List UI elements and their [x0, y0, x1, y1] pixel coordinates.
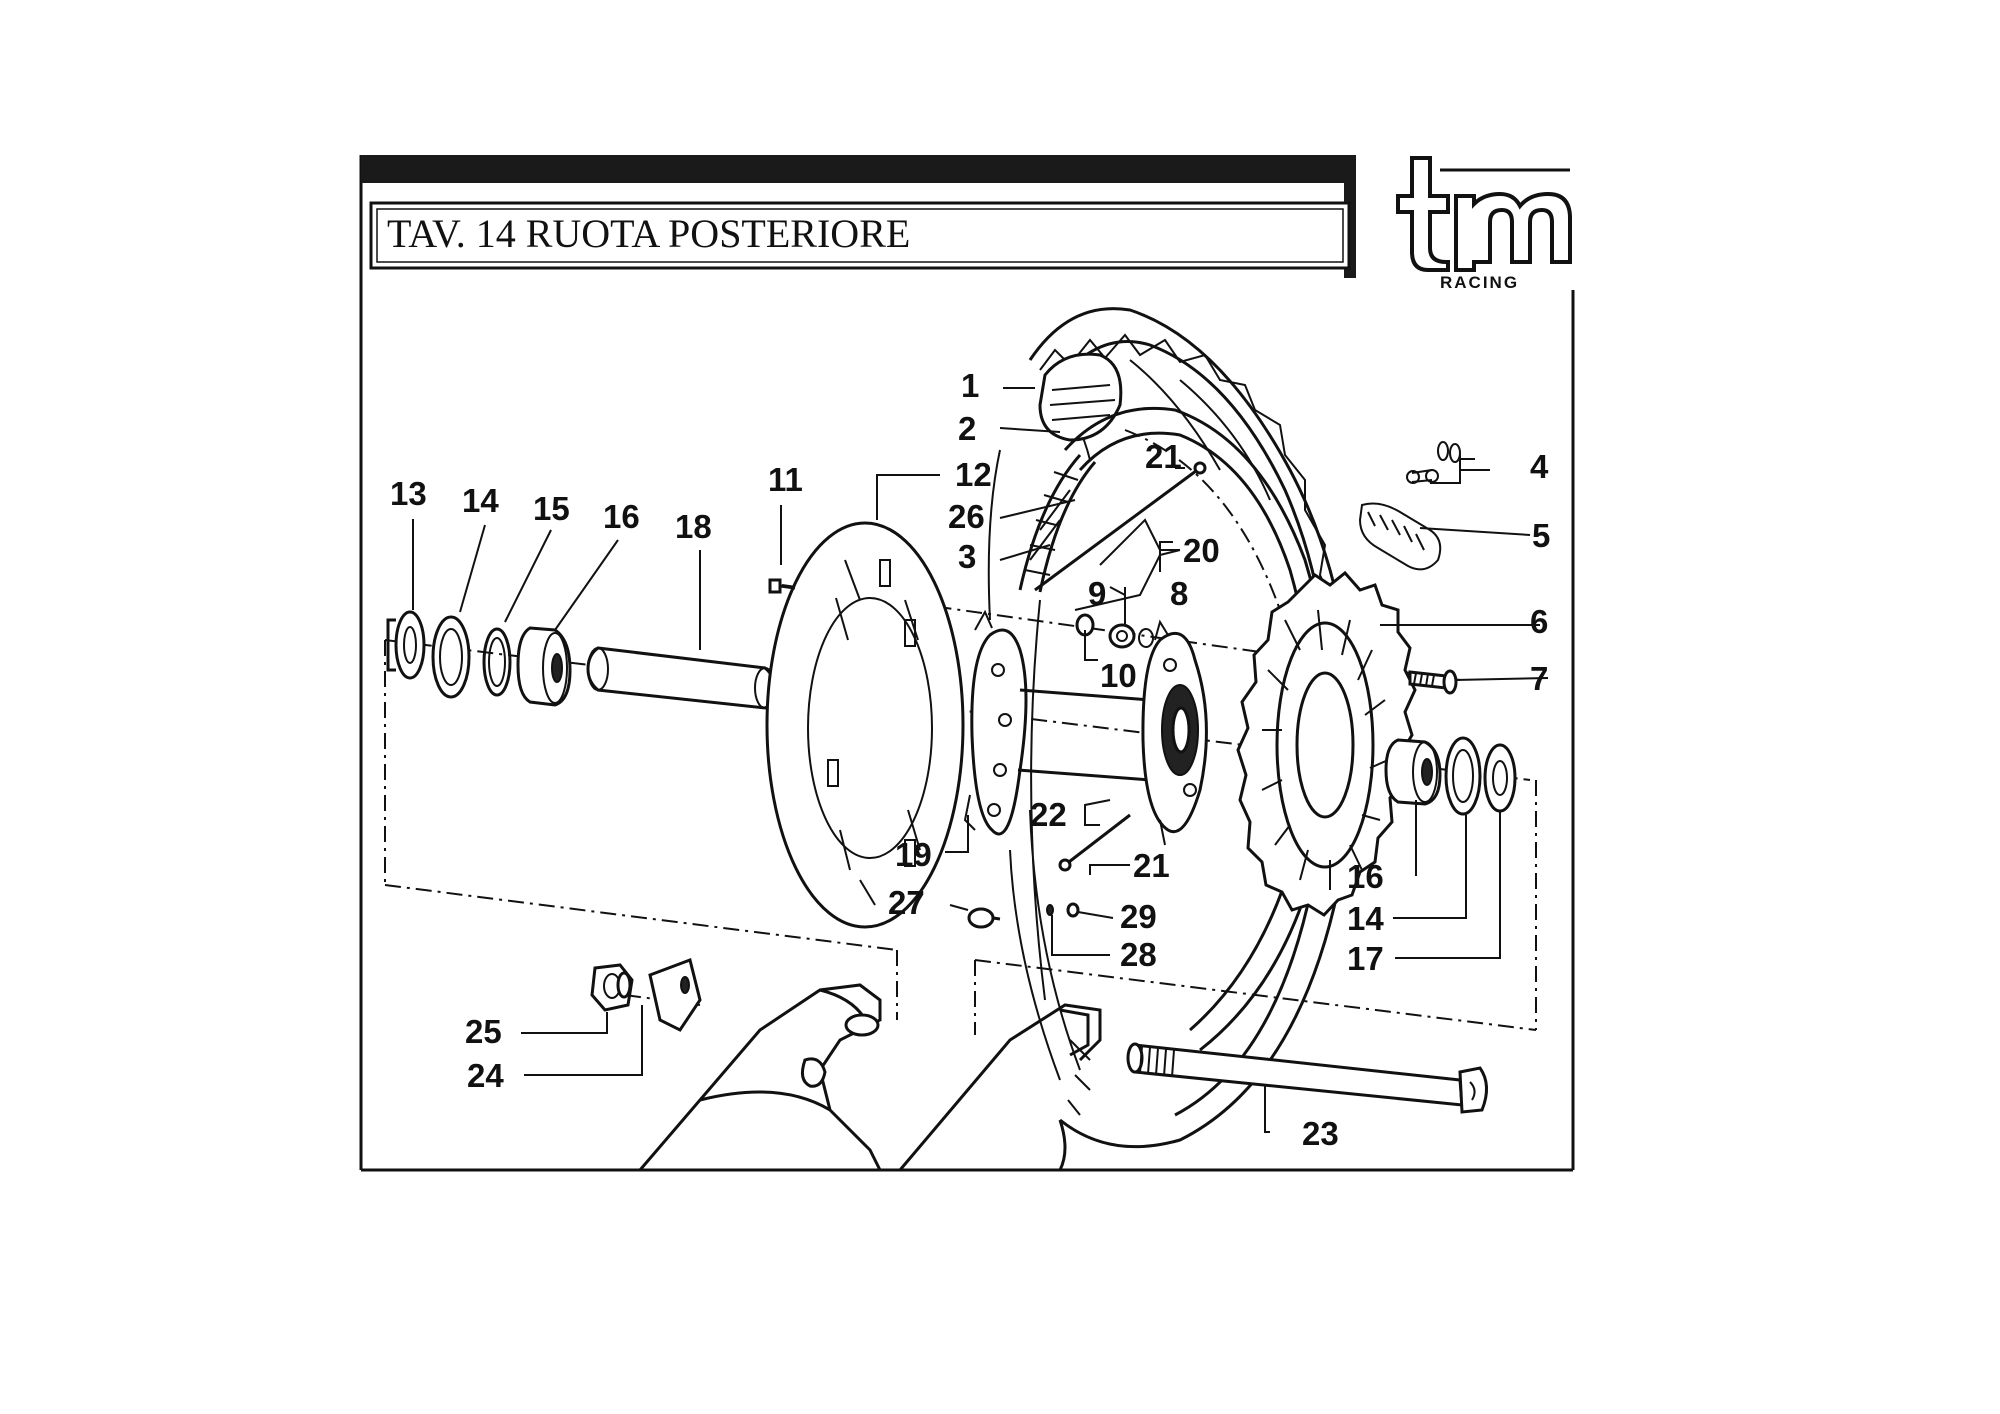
brand-subtitle: RACING — [1440, 273, 1519, 292]
callout-26: 26 — [948, 498, 985, 535]
sprocket-bolt — [1408, 669, 1458, 695]
callout-27: 27 — [888, 884, 925, 921]
callout-13: 13 — [390, 475, 427, 512]
diagram-frame — [359, 155, 1575, 1172]
chain-master-link — [1406, 441, 1461, 484]
callout-28: 28 — [1120, 936, 1157, 973]
callout-21-top: 21 — [1145, 438, 1182, 475]
callout-1: 1 — [961, 367, 979, 404]
spoke-nipple — [1046, 904, 1054, 916]
callout-11: 11 — [768, 461, 803, 498]
callout-19: 19 — [895, 836, 932, 873]
bearing-spacer-tube — [586, 646, 777, 710]
chain-adjuster — [648, 958, 702, 1032]
callout-22: 22 — [1030, 796, 1067, 833]
nipple-washer — [1066, 902, 1080, 918]
left-bearing — [516, 626, 572, 707]
right-spacer-ring — [1444, 736, 1482, 816]
callout-7: 7 — [1530, 660, 1548, 697]
right-bearing — [1384, 738, 1442, 806]
callout-16-right: 16 — [1347, 858, 1384, 895]
speedo-drive-washer — [967, 907, 1001, 929]
drive-chain — [1358, 502, 1442, 571]
callout-8: 8 — [1170, 575, 1188, 612]
swingarm — [638, 983, 1102, 1171]
rear-hub — [963, 609, 1208, 846]
left-spacer-ring — [431, 615, 471, 699]
sprocket-nut — [1108, 623, 1154, 649]
callout-14-left: 14 — [462, 482, 499, 519]
brake-disc — [765, 521, 965, 929]
callout-2: 2 — [958, 410, 976, 447]
leader-lines — [412, 387, 1549, 1133]
callout-12: 12 — [955, 456, 992, 493]
callout-3: 3 — [958, 538, 976, 575]
right-oil-seal — [1483, 743, 1517, 813]
callout-6: 6 — [1530, 603, 1548, 640]
left-circlip — [482, 627, 512, 697]
rim-band — [1018, 454, 1097, 593]
callout-17: 17 — [1347, 940, 1384, 977]
callout-18: 18 — [675, 508, 712, 545]
spoke-assembly — [1034, 461, 1207, 872]
callout-24: 24 — [467, 1057, 504, 1094]
tm-racing-logo: RACING — [1396, 156, 1572, 292]
callout-5: 5 — [1532, 517, 1550, 554]
callout-29: 29 — [1120, 898, 1157, 935]
left-oil-seal — [386, 610, 426, 680]
part-callouts: 1 2 3 4 5 6 7 8 9 10 11 12 13 14 14 15 1… — [390, 367, 1550, 1152]
disc-bolt — [768, 578, 796, 594]
callout-4: 4 — [1530, 448, 1549, 485]
rear-axle — [1126, 1042, 1488, 1114]
callout-15: 15 — [533, 490, 570, 527]
callout-16-left: 16 — [603, 498, 640, 535]
callout-21-bottom: 21 — [1133, 847, 1170, 884]
callout-25: 25 — [465, 1013, 502, 1050]
callout-14-right: 14 — [1347, 900, 1384, 937]
axle-nut — [590, 963, 634, 1012]
callout-20: 20 — [1183, 532, 1220, 569]
callout-10: 10 — [1100, 657, 1137, 694]
header-banner: TAV. 14 RUOTA POSTERIORE — [361, 155, 1356, 278]
page-title: TAV. 14 RUOTA POSTERIORE — [387, 211, 910, 256]
callout-9: 9 — [1088, 575, 1106, 612]
callout-23: 23 — [1302, 1115, 1339, 1152]
rear-sprocket — [1236, 570, 1417, 917]
